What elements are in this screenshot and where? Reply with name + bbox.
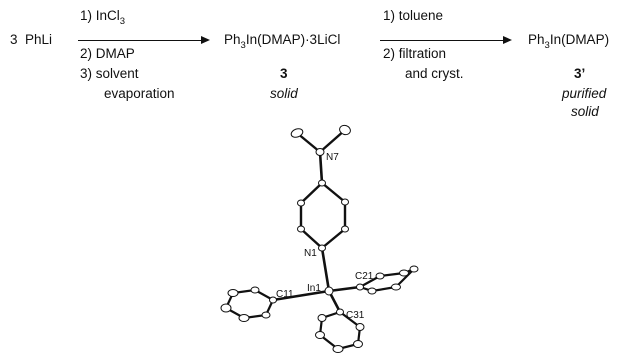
intermediate-label: 3 [280,66,288,81]
bond [299,227,324,250]
atom-ellipsoid [353,340,363,348]
bond [295,131,322,154]
atom-ellipsoid [339,124,351,136]
bond [318,128,347,154]
atom-ellipsoid-c31 [336,308,344,316]
step1-condition-3-cont: evaporation [104,86,175,101]
intermediate-formula-suffix: In(DMAP)·3LiCl [245,32,341,47]
reactant-coefficient: 3 [10,32,18,47]
product-label: 3’ [574,66,586,81]
atom-ellipsoid [315,331,325,339]
intermediate-formula-prefix: Ph [224,32,241,47]
atom-ellipsoid [332,345,344,353]
atom-ellipsoid [317,314,327,322]
atom-ellipsoid [318,179,326,187]
product-formula-suffix: In(DMAP) [549,32,610,47]
bond [320,181,347,204]
step1-condition-1-text: 1) InCl [80,8,120,23]
reactant-formula: PhLi [25,32,53,47]
reaction-arrow-1 [78,36,210,44]
atom-ellipsoid-c21 [356,283,364,291]
atom-label-c21: C21 [355,271,374,282]
step2-condition-1: 1) toluene [383,8,444,23]
atom-ellipsoid-c11 [269,296,277,304]
atom-label-n1: N1 [304,248,317,259]
atom-ellipsoid [391,283,401,291]
atom-label-n7: N7 [326,152,339,163]
atom-ellipsoid [261,311,271,319]
atom-ellipsoid-in1 [324,286,334,296]
atom-label-c11: C11 [276,289,294,300]
product-formula: Ph3In(DMAP) [528,32,610,51]
product-state-2: solid [571,104,599,119]
atom-ellipsoid [341,225,349,233]
atom-ellipsoid [220,303,232,313]
intermediate-formula-subscript: 3 [240,40,246,51]
atom-ellipsoid [341,198,349,206]
bond [320,227,347,250]
atom-label-c31: C31 [346,310,365,321]
atom-ellipsoid [238,314,250,322]
step1-condition-1: 1) InCl3 [80,8,126,27]
atom-ellipsoid [399,269,409,277]
atom-ellipsoid [355,323,365,331]
step1-condition-2: 2) DMAP [80,46,135,61]
atom-ellipsoid [367,287,377,295]
step1-condition-3: 3) solvent [80,66,139,81]
reactant: 3 PhLi [10,32,52,48]
reaction-arrow-2 [380,36,512,44]
bond [327,285,362,293]
step1-condition-1-subscript: 3 [119,16,126,27]
product-formula-subscript: 3 [544,40,550,51]
atom-ellipsoid-n1 [318,244,326,252]
product-formula-prefix: Ph [528,32,545,47]
bond [318,150,324,185]
atom-ellipsoid [409,265,419,273]
bond [299,181,324,205]
atom-ellipsoid [227,289,239,297]
atom-ellipsoid [375,272,385,280]
product-state-1: purified [562,86,607,101]
intermediate-state: solid [270,86,298,101]
intermediate-formula: Ph3In(DMAP)·3LiCl [224,32,341,51]
atom-ellipsoid [250,286,260,294]
atom-ellipsoid [290,128,304,138]
atom-label-in1: In1 [307,283,321,294]
atom-ellipsoid [297,199,305,207]
step2-condition-2: 2) filtration [383,46,447,61]
step2-condition-2-cont: and cryst. [405,66,464,81]
atom-ellipsoid [297,225,305,233]
bond [271,289,331,302]
bond [320,246,331,293]
atom-ellipsoid-n7 [315,148,325,156]
